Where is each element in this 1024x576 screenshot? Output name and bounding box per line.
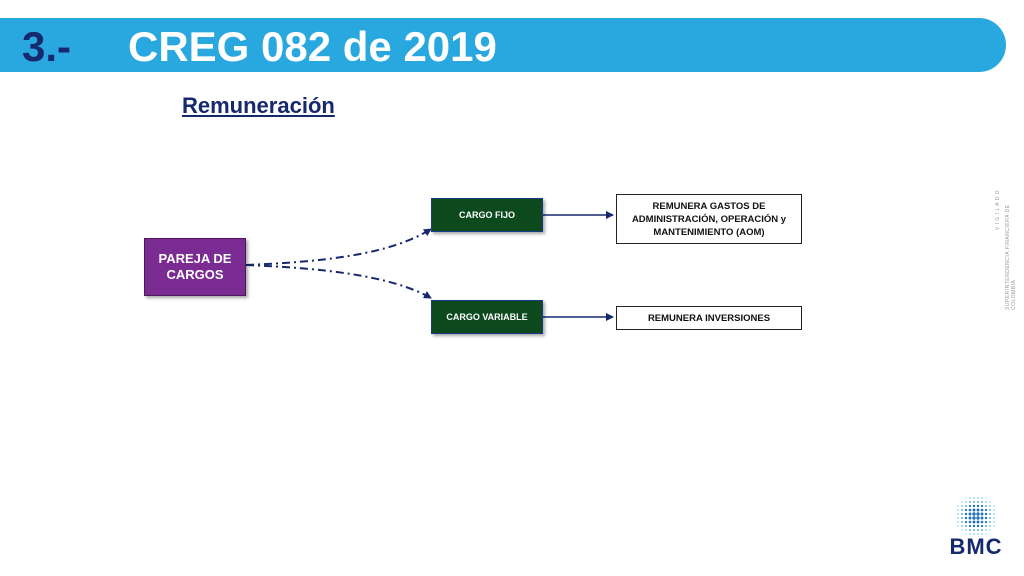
connector-source-to-fijo (245, 228, 432, 266)
superintendencia-label: SUPERINTENDENCIA FINANCIERA DE COLOMBIA (1005, 204, 1017, 310)
title-banner (0, 18, 1006, 72)
node-pareja-de-cargos: PAREJA DE CARGOS (144, 238, 246, 296)
node-remunera-aom: REMUNERA GASTOS DE ADMINISTRACIÓN, OPERA… (616, 194, 802, 244)
slide-title: CREG 082 de 2019 (128, 23, 497, 70)
connector-source-to-variable (245, 264, 432, 299)
bmc-dotted-sphere-icon (957, 497, 995, 535)
vigilado-label: V I G I L A D O (995, 190, 1001, 231)
node-remunera-inversiones: REMUNERA INVERSIONES (616, 306, 802, 330)
bmc-logo-text: BMC (949, 534, 1003, 559)
vigilado-watermark: V I G I L A D O SUPERINTENDENCIA FINANCI… (991, 180, 1023, 310)
section-number: 3.- (22, 23, 72, 70)
section-subtitle: Remuneración (182, 93, 335, 118)
node-cargo-variable: CARGO VARIABLE (431, 300, 543, 334)
node-cargo-fijo: CARGO FIJO (431, 198, 543, 232)
